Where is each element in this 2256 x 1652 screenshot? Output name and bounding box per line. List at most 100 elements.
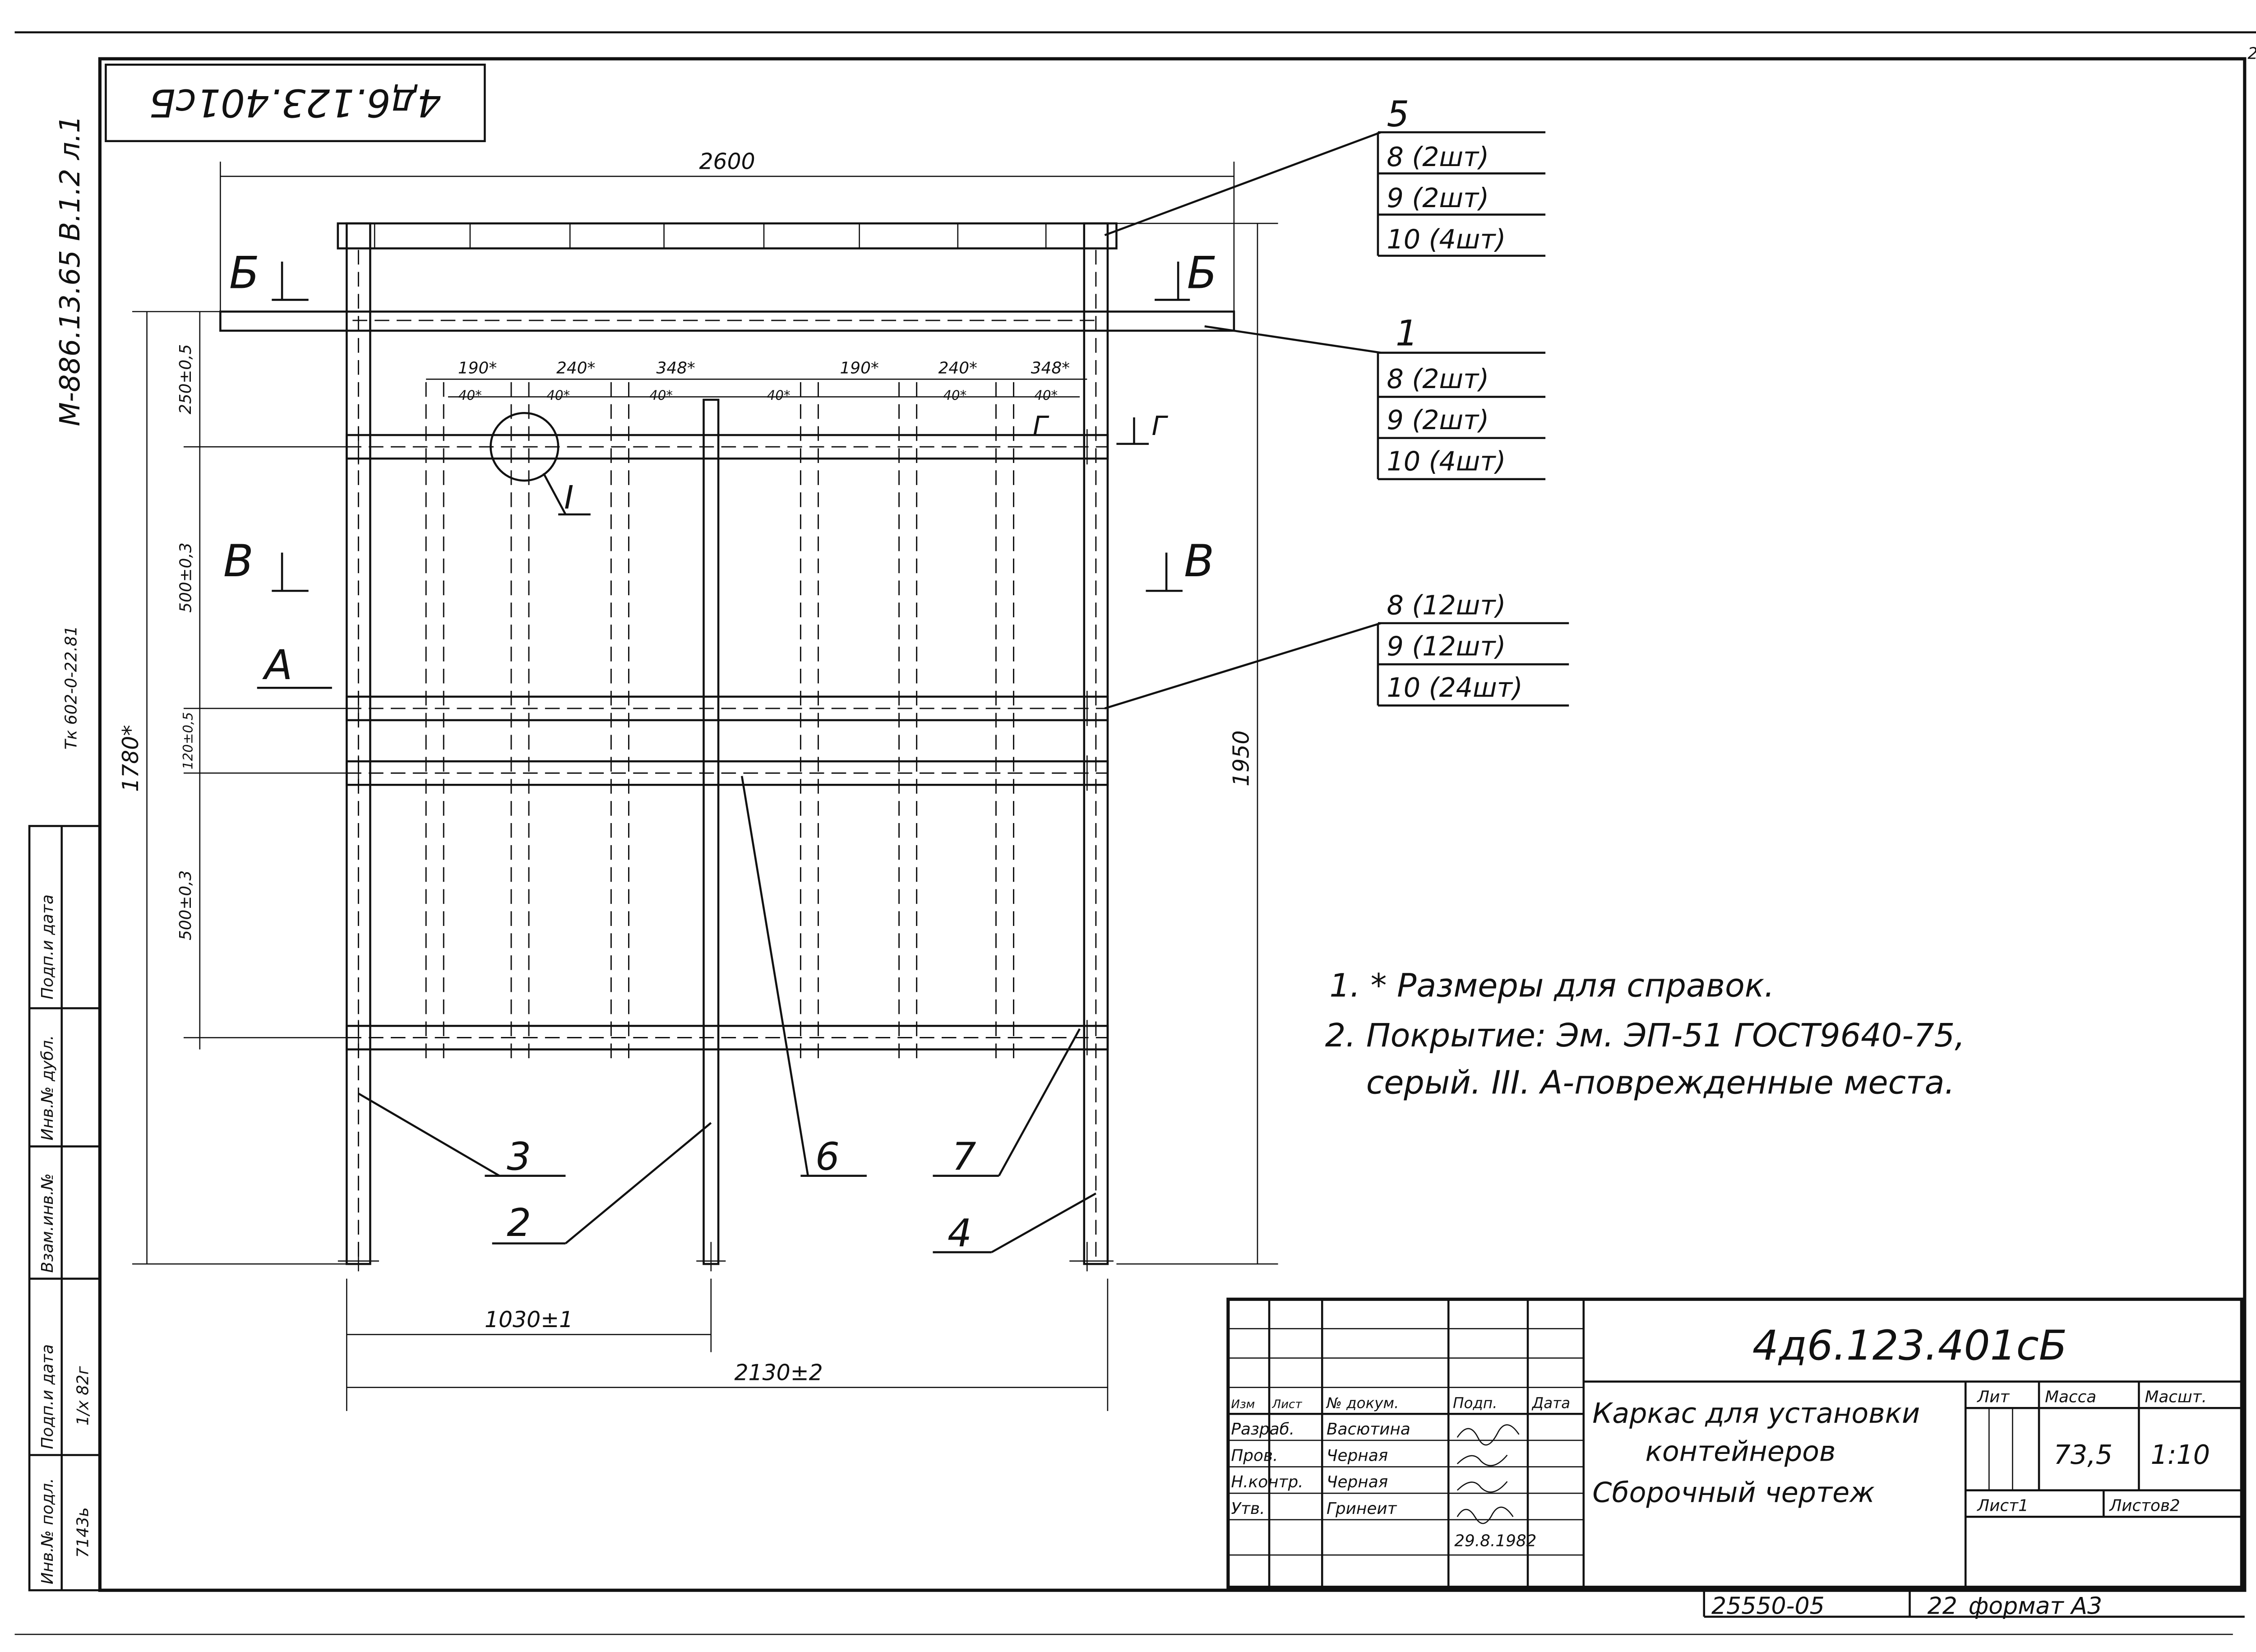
part-number-4: 4 (948, 1211, 972, 1255)
role-2: Пров. (1231, 1447, 1278, 1465)
gap-label-6: 40* (1034, 388, 1058, 403)
part-number-7: 7 (952, 1134, 976, 1179)
gap-label-2: 40* (546, 388, 570, 403)
name-2: Черная (1327, 1447, 1388, 1465)
title-line-1: Каркас для установки (1592, 1397, 1920, 1430)
approval-date: 29.8.1982 (1454, 1532, 1536, 1550)
rotated-code-box (105, 64, 486, 142)
callout-5-row-2: 9 (2шт) (1387, 183, 1489, 213)
callout-5-row-1: 8 (2шт) (1387, 142, 1489, 172)
frame-drawing (219, 222, 1235, 1272)
section-mark-lines (257, 261, 1190, 689)
dim-span-a: 500±0,3 (176, 542, 195, 612)
mass-label: Масса (2045, 1388, 2096, 1406)
callout-crossbars-row-3: 10 (24шт) (1387, 672, 1522, 703)
callout-5: 5 8 (2шт) 9 (2шт) 10 (4шт) (1104, 94, 1546, 257)
col-doc: № докум. (1326, 1394, 1399, 1411)
role-1: Разраб. (1231, 1420, 1294, 1439)
scale-label: Масшт. (2145, 1388, 2207, 1406)
title-block: 4д6.123.401сБ Каркас для установки конте… (1226, 1297, 2243, 1589)
stamp-label-1: Подп.и дата (38, 894, 57, 1000)
size-label-4: 190* (840, 359, 879, 377)
role-4: Утв. (1231, 1499, 1265, 1518)
part-number-2: 2 (507, 1200, 531, 1245)
stamp-value-5: 7143ь (74, 1507, 92, 1558)
callout-5-row-3: 10 (4шт) (1387, 224, 1506, 255)
note-3: серый. III. А-поврежденные места. (1366, 1064, 1955, 1101)
gap-label-4: 40* (767, 388, 791, 403)
callout-1-row-3: 10 (4шт) (1387, 446, 1506, 477)
sheet-number: Лист1 (1976, 1496, 2029, 1515)
dim-bottom-2: 2130±2 (734, 1360, 823, 1385)
size-label-1: 190* (458, 359, 497, 377)
left-margin-stamp: Подп.и дата Инв.№ дубл. Взам.инв.№ Подп.… (28, 825, 101, 1592)
dim-height: 1950 (1228, 731, 1254, 787)
callout-crossbars-row-1: 8 (12шт) (1387, 590, 1506, 620)
dim-top-gap: 250±0,5 (176, 344, 195, 414)
size-label-2: 240* (556, 359, 595, 377)
callout-1-row-1: 8 (2шт) (1387, 364, 1489, 394)
footer-copy: 22 (1928, 1592, 1957, 1620)
footer-format: формат А3 (1969, 1592, 2102, 1620)
lit-label: Лит (1976, 1388, 2010, 1406)
part-number-3: 3 (507, 1134, 531, 1179)
drawing-frame (98, 57, 2247, 1592)
size-label-5: 240* (938, 359, 977, 377)
section-b-left: Б (229, 247, 259, 299)
name-1: Васютина (1327, 1420, 1410, 1439)
callout-1-num: 1 (1396, 313, 1418, 354)
dim-bottom-1: 1030±1 (485, 1307, 573, 1333)
col-izm: Изм (1231, 1397, 1255, 1411)
signatures (1456, 1424, 1520, 1524)
sheets-total: Листов2 (2108, 1496, 2180, 1515)
name-3: Черная (1327, 1473, 1388, 1491)
footer-code: 25550-05 (1711, 1592, 1825, 1620)
section-g-right: Г (1152, 411, 1169, 441)
role-3: Н.контр. (1231, 1473, 1303, 1491)
dimension-lines (132, 162, 1278, 1411)
callout-1: 1 8 (2шт) 9 (2шт) 10 (4шт) (1204, 313, 1546, 481)
col-date: Дата (1531, 1394, 1570, 1411)
part-number-6: 6 (815, 1134, 840, 1179)
section-v-right: В (1184, 536, 1214, 587)
notes: 1. * Размеры для справок. 2. Покрытие: Э… (1325, 967, 1965, 1101)
name-4: Гринеит (1327, 1499, 1397, 1518)
callout-5-num: 5 (1387, 94, 1409, 135)
view-a-mark: А (262, 641, 292, 689)
callout-1-row-2: 9 (2шт) (1387, 405, 1489, 435)
note-2: 2. Покрытие: Эм. ЭП-51 ГОСТ9640-75, (1325, 1017, 1965, 1054)
rotated-code: 4д6.123.401сБ (149, 81, 442, 125)
col-list: Лист (1272, 1397, 1303, 1411)
stamp-label-5: Инв.№ подл. (38, 1478, 57, 1584)
callout-crossbars-row-2: 9 (12шт) (1387, 631, 1506, 662)
size-label-6: 348* (1031, 359, 1070, 377)
stamp-label-4: Подп.и дата (38, 1344, 57, 1449)
scale-value: 1:10 (2150, 1439, 2210, 1470)
title-line-2: контейнеров (1645, 1435, 1835, 1468)
top-stamp: 21 (2247, 44, 2256, 63)
dim-span-c: 500±0,3 (176, 870, 195, 940)
stamp-value-4: 1/х 82г (74, 1366, 92, 1425)
mass-value: 73,5 (2054, 1439, 2113, 1470)
section-b-right: Б (1187, 247, 1217, 299)
section-v-left: В (223, 536, 254, 587)
dim-total-height: 1780* (118, 725, 143, 792)
gap-label-3: 40* (649, 388, 673, 403)
gap-label-5: 40* (943, 388, 966, 403)
part-leaders (358, 776, 1096, 1254)
top-size-labels: 190* 240* 348* 190* 240* 348* 40* 40* 40… (458, 359, 1070, 403)
detail-mark: I (564, 479, 573, 516)
title-line-3: Сборочный чертеж (1592, 1476, 1875, 1509)
callout-crossbars: 8 (12шт) 9 (12шт) 10 (24шт) (1104, 590, 1569, 710)
dim-span-b: 120±0,5 (180, 712, 196, 769)
stamp-label-3: Взам.инв.№ (38, 1173, 57, 1273)
left-ref-1: М-886.13.65 В.1.2 л.1 (54, 116, 86, 426)
dim-overall-width: 2600 (699, 149, 755, 175)
title-code: 4д6.123.401сБ (1752, 1321, 2067, 1370)
left-ref-2: Тк 602-0-22.81 (62, 626, 80, 750)
col-sign: Подп. (1453, 1394, 1497, 1411)
gap-label-1: 40* (458, 388, 482, 403)
stamp-label-2: Инв.№ дубл. (38, 1035, 57, 1141)
